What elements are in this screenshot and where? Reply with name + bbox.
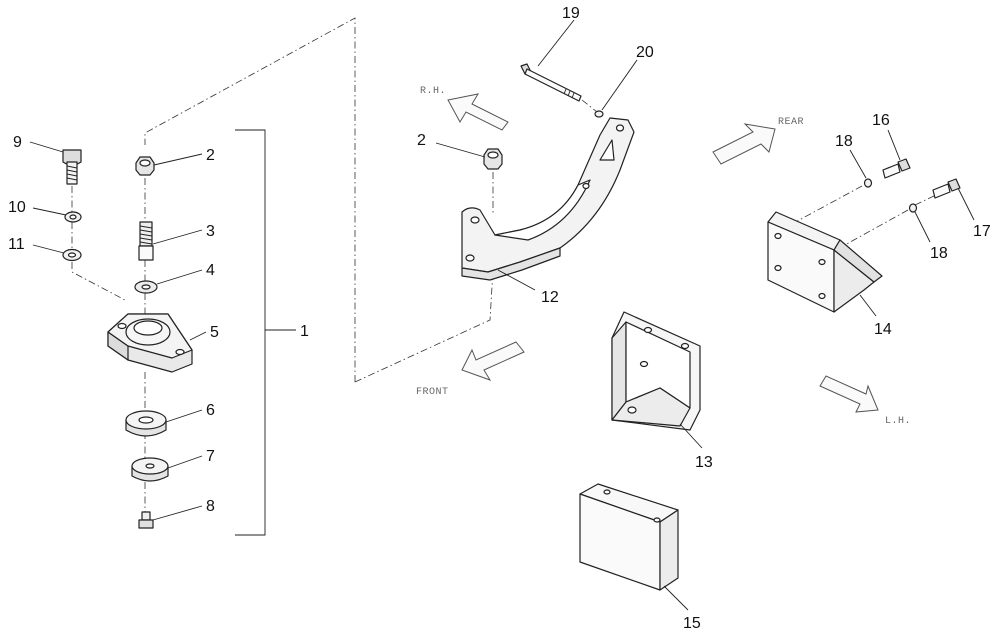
- part-15-block: [579, 483, 679, 591]
- callout-18-upper: 18: [835, 133, 853, 150]
- part-18-washer-upper: [863, 178, 873, 188]
- part-2-nut-left: [135, 156, 155, 176]
- part-8-bolt: [138, 511, 154, 529]
- part-14-bracket: [767, 211, 883, 313]
- callout-3: 3: [206, 223, 215, 240]
- callout-10: 10: [8, 199, 26, 216]
- callout-8: 8: [206, 498, 215, 515]
- direction-label-rear: REAR: [778, 117, 804, 128]
- callout-17: 17: [973, 223, 991, 240]
- part-13-bracket: [611, 311, 701, 431]
- callout-2-right: 2: [417, 132, 426, 149]
- direction-arrow-lh: [819, 375, 879, 413]
- callout-1: 1: [300, 323, 309, 340]
- leader-lines: [29, 19, 975, 611]
- direction-arrow-rh: [447, 93, 509, 131]
- callout-2-left: 2: [206, 147, 215, 164]
- part-18-washer-lower: [908, 203, 918, 213]
- assembly-bracket: [235, 129, 266, 536]
- callout-4: 4: [206, 262, 215, 279]
- callout-11: 11: [8, 236, 25, 253]
- part-3-stud: [138, 221, 154, 261]
- callout-6: 6: [206, 402, 215, 419]
- part-10-lock-washer: [64, 211, 82, 223]
- part-7-rubber-isolator: [131, 457, 169, 482]
- part-16-bolt: [882, 158, 911, 179]
- part-17-bolt: [932, 178, 961, 199]
- part-5-mount-base: [107, 313, 193, 373]
- callout-16: 16: [872, 112, 890, 129]
- direction-arrow-front: [461, 341, 525, 381]
- callout-12: 12: [541, 289, 559, 306]
- part-9-bolt: [62, 149, 82, 185]
- direction-label-lh: L.H.: [885, 416, 911, 427]
- part-4-washer: [134, 280, 158, 294]
- callout-18-lower: 18: [930, 245, 948, 262]
- callout-15: 15: [683, 615, 701, 632]
- direction-label-front: FRONT: [416, 387, 449, 398]
- part-11-washer: [62, 248, 82, 262]
- callout-14: 14: [874, 321, 892, 338]
- part-19-long-bolt: [520, 63, 582, 102]
- direction-label-rh: R.H.: [420, 86, 446, 97]
- part-12-engine-bracket: [461, 117, 635, 281]
- part-6-rubber-isolator: [125, 410, 167, 437]
- callout-7: 7: [206, 448, 215, 465]
- callout-13: 13: [695, 454, 713, 471]
- part-20-lock-washer: [594, 110, 604, 118]
- part-2-nut-right: [483, 148, 503, 170]
- direction-arrow-rear: [712, 123, 776, 165]
- callout-19: 19: [562, 5, 580, 22]
- callout-5: 5: [210, 324, 219, 341]
- callout-20: 20: [636, 44, 654, 61]
- callout-9: 9: [13, 134, 22, 151]
